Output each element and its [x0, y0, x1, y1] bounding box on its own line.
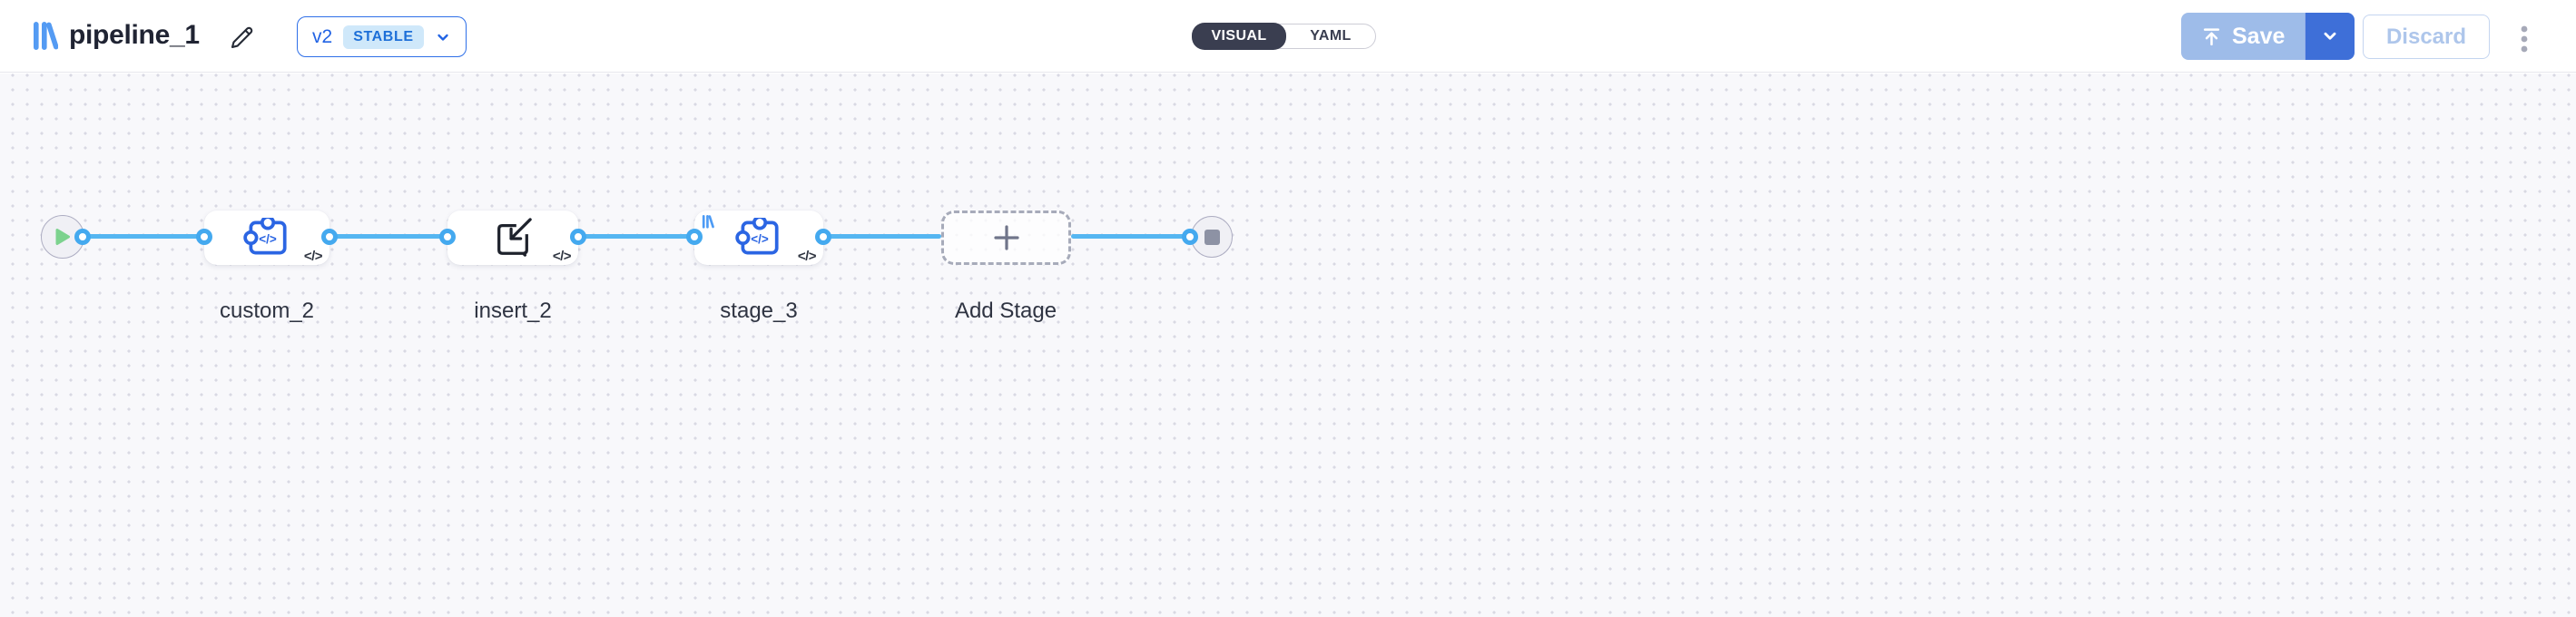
version-label: v2	[312, 25, 333, 47]
save-options-button[interactable]	[2305, 13, 2355, 60]
stage-node-custom-2[interactable]: </> </>	[204, 211, 329, 265]
library-logo-mini-icon	[702, 214, 714, 229]
library-logo-icon	[34, 22, 58, 50]
handle-insert2-in[interactable]	[439, 229, 456, 245]
status-badge: STABLE	[343, 24, 424, 49]
stage-label: stage_3	[720, 299, 798, 323]
pipeline-canvas[interactable]: </> </> </> </>	[0, 73, 2576, 617]
add-stage-label: Add Stage	[954, 299, 1057, 323]
handle-stage3-out[interactable]	[815, 229, 831, 245]
svg-text:</>: </>	[751, 232, 769, 246]
import-arrow-icon	[497, 218, 532, 257]
stop-icon	[1204, 229, 1220, 245]
stage-label: insert_2	[474, 299, 552, 323]
svg-text:</>: </>	[259, 232, 277, 246]
puzzle-code-icon: </>	[243, 218, 287, 255]
stage-label: custom_2	[219, 299, 315, 323]
discard-button-label: Discard	[2385, 24, 2467, 49]
version-dropdown-button[interactable]: v2 STABLE	[297, 16, 467, 57]
code-badge: </>	[552, 249, 572, 264]
more-options-icon[interactable]	[2520, 24, 2529, 55]
chevron-down-icon	[2324, 32, 2336, 40]
tab-yaml[interactable]: YAML	[1310, 28, 1352, 44]
view-mode-toggle: VISUAL YAML	[1192, 23, 1376, 50]
edge-addstage-end	[1071, 234, 1190, 239]
edge-custom2-insert2	[329, 234, 447, 239]
page-title: pipeline_1	[69, 20, 200, 50]
tab-visual[interactable]: VISUAL	[1192, 23, 1286, 50]
stage-node-insert-2[interactable]: </>	[447, 211, 578, 265]
save-split-button: Save	[2181, 13, 2355, 60]
edge-start-custom2	[82, 234, 204, 239]
handle-start-out[interactable]	[74, 229, 91, 245]
edit-title-icon[interactable]	[227, 23, 256, 52]
edge-stage3-addstage	[823, 234, 941, 239]
stage-node-stage-3[interactable]: </> </>	[694, 211, 823, 265]
handle-custom2-out[interactable]	[321, 229, 338, 245]
handle-end-in[interactable]	[1182, 229, 1198, 245]
header-bar: pipeline_1 v2 STABLE VISUAL YAML S	[0, 0, 2576, 73]
upload-icon	[2203, 27, 2220, 45]
code-badge: </>	[797, 249, 817, 264]
handle-custom2-in[interactable]	[196, 229, 212, 245]
handle-insert2-out[interactable]	[570, 229, 586, 245]
save-button[interactable]: Save	[2181, 13, 2306, 60]
save-button-label: Save	[2232, 23, 2286, 49]
puzzle-code-icon: </>	[735, 218, 779, 255]
plus-icon	[993, 225, 1019, 250]
code-badge: </>	[303, 249, 323, 264]
chevron-down-icon	[437, 34, 448, 41]
handle-stage3-in[interactable]	[686, 229, 703, 245]
discard-button[interactable]: Discard	[2363, 15, 2490, 59]
play-icon	[55, 229, 70, 245]
pipeline-end-node[interactable]	[1191, 216, 1233, 258]
edge-insert2-stage3	[578, 234, 694, 239]
add-stage-button[interactable]	[941, 211, 1071, 265]
